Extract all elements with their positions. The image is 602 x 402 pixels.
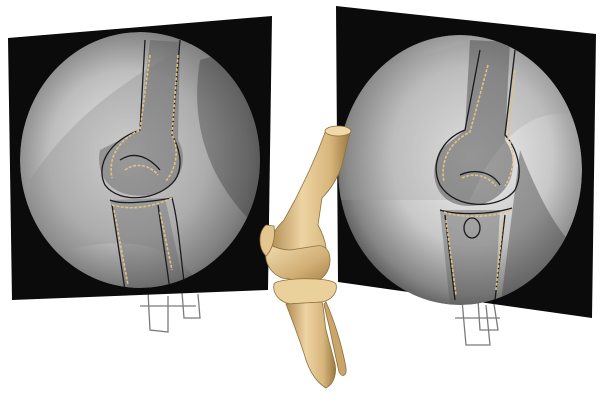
right-xray-panel [336,6,596,345]
3d-knee-bone-model [260,126,351,388]
femur-condyle-model [266,244,330,282]
left-panel-stand [140,292,200,332]
tibia-plateau-model [274,279,337,304]
left-xray-panel [8,16,272,332]
right-panel-stand [455,300,500,345]
femur-top-cap [325,126,351,136]
